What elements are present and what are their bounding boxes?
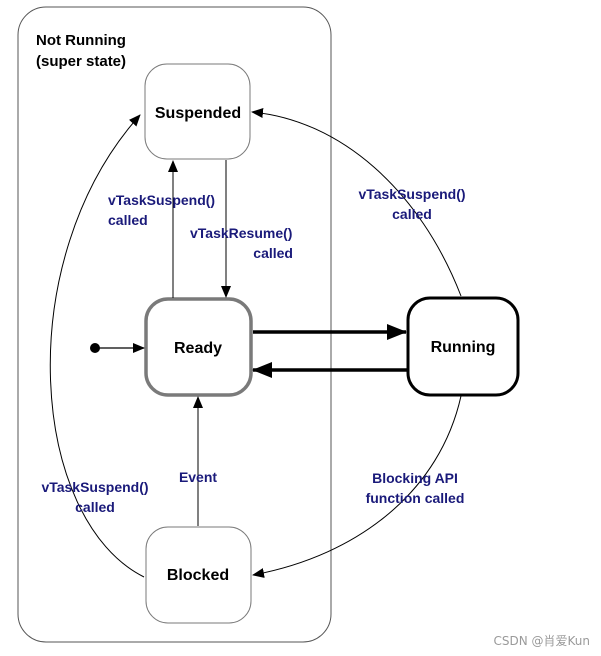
state-suspended: Suspended bbox=[144, 63, 251, 160]
label-running-to-suspended-line2: called bbox=[392, 206, 432, 222]
label-suspended-to-ready-line1: vTaskResume() bbox=[190, 225, 292, 241]
superstate-box bbox=[17, 6, 332, 643]
label-suspended-to-ready-line2: called bbox=[253, 245, 293, 261]
label-running-to-suspended-line1: vTaskSuspend() bbox=[358, 186, 465, 202]
state-ready-label: Ready bbox=[174, 340, 222, 357]
label-blocked-to-suspended-line2: called bbox=[75, 499, 115, 515]
state-suspended-label: Suspended bbox=[155, 105, 241, 122]
arrow-running-to-blocked bbox=[252, 395, 462, 578]
label-blocked-to-suspended-line1: vTaskSuspend() bbox=[41, 479, 148, 495]
state-running: Running bbox=[406, 296, 520, 397]
superstate-title-line1: Not Running bbox=[36, 32, 126, 49]
label-blocked-to-ready: Event bbox=[179, 469, 217, 485]
label-ready-to-suspended-line2: called bbox=[108, 212, 148, 228]
watermark: CSDN @肖爱Kun bbox=[493, 634, 590, 648]
label-running-to-blocked-line1: Blocking API bbox=[372, 470, 458, 486]
label-running-to-blocked-line2: function called bbox=[366, 490, 465, 506]
state-ready: Ready bbox=[144, 297, 253, 397]
state-blocked: Blocked bbox=[145, 526, 252, 624]
state-blocked-label: Blocked bbox=[167, 567, 229, 584]
arrow-blocked-to-suspended bbox=[49, 114, 145, 578]
label-ready-to-suspended-line1: vTaskSuspend() bbox=[108, 192, 215, 208]
arrow-running-to-suspended bbox=[251, 108, 462, 297]
state-running-label: Running bbox=[431, 339, 496, 356]
superstate-title-line2: (super state) bbox=[36, 53, 126, 70]
